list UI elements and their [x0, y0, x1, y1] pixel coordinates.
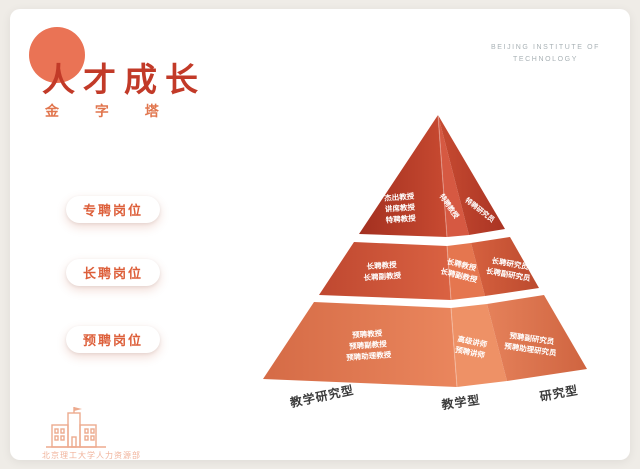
tier2-right-label: 长聘研究员 长聘副研究员 — [485, 256, 532, 283]
tier2-middle-label: 长聘教授 长聘副教授 — [439, 256, 479, 285]
tier1-middle-label: 特聘教授 — [437, 193, 460, 221]
tier3-middle-label: 高级讲师 预聘讲师 — [454, 334, 488, 360]
title-accent-circle — [29, 27, 85, 83]
org-name-line1: BEIJING INSTITUTE OF — [490, 44, 600, 51]
axis-label-teaching: 教学型 — [440, 392, 482, 413]
university-building-icon — [46, 407, 106, 448]
pyramid-tier1-front-edge — [437, 114, 448, 238]
tier3-right-label: 预聘副研究员 预聘助理研究员 — [503, 331, 557, 358]
slide-card: 人才成长 金 字 塔 BEIJING INSTITUTE OF TECHNOLO… — [10, 9, 630, 460]
tier3-left-label: 预聘教授 预聘副教授 预聘助理教授 — [345, 328, 392, 362]
footer-org-name: 北京理工大学人力资源部 — [42, 451, 141, 460]
org-name-line2: TECHNOLOGY — [512, 55, 578, 63]
page-subtitle: 金 字 塔 — [45, 103, 175, 119]
category-pill-changpin: 长聘岗位 — [66, 259, 160, 286]
category-pill-yupin: 预聘岗位 — [66, 326, 160, 353]
tier1-left-label: 杰出教授 讲席教授 特聘教授 — [383, 191, 416, 225]
category-pill-zhuanpin: 专聘岗位 — [66, 196, 160, 223]
axis-label-teaching-research: 教学研究型 — [288, 382, 356, 411]
tier2-left-label: 长聘教授 长聘副教授 — [363, 260, 402, 283]
axis-label-research: 研究型 — [538, 383, 580, 404]
page-title: 人才成长 — [42, 61, 206, 98]
tier1-right-label: 特聘研究员 — [463, 197, 496, 225]
org-name: BEIJING INSTITUTE OF TECHNOLOGY — [491, 42, 600, 66]
